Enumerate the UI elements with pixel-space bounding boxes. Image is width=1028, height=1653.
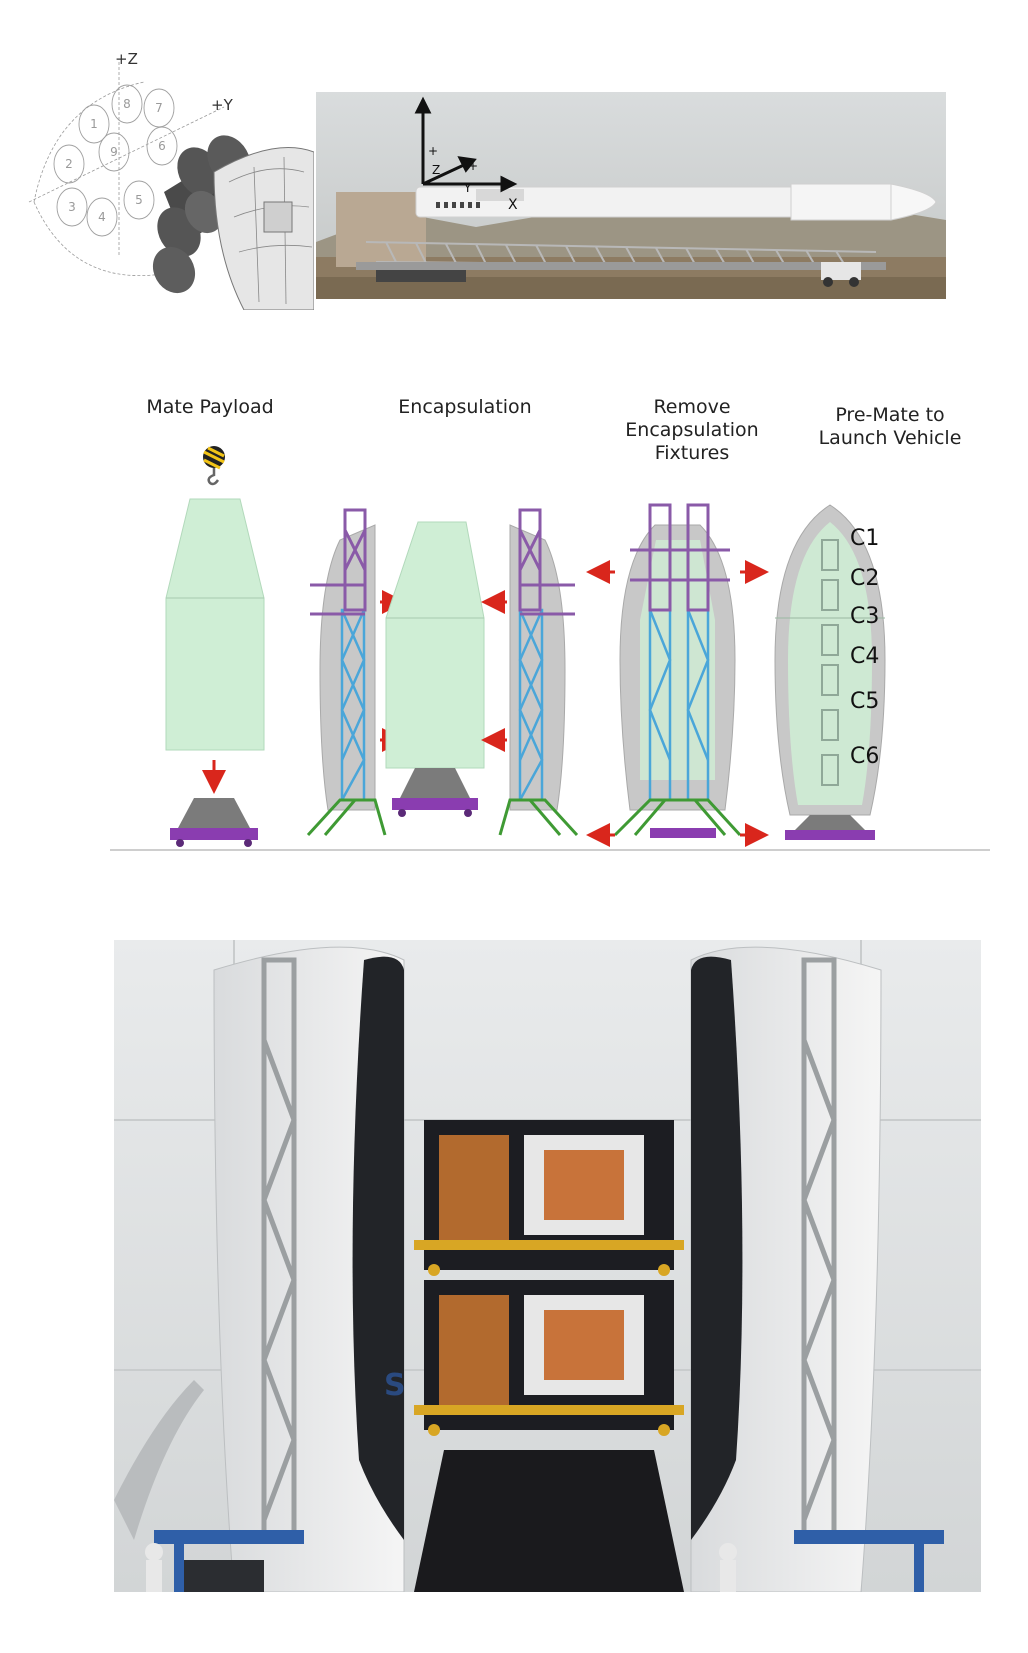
- step-label-pre-mate: Pre-Mate to Launch Vehicle: [818, 404, 962, 449]
- fairing-half-left: [319, 524, 376, 811]
- payload-adapter: [414, 1450, 684, 1592]
- axis-plus-vertical-label: +: [428, 144, 438, 158]
- compartment-label-c1: C1: [850, 526, 879, 551]
- engine-number: 9: [110, 145, 118, 159]
- adapter-base-step4: [785, 815, 875, 840]
- compartment-label-c6: C6: [850, 744, 879, 769]
- payload-stack-step2: [385, 521, 485, 817]
- step-label-remove-fixtures: Remove Encapsulation Fixtures: [625, 396, 759, 464]
- engine-number: 4: [98, 210, 106, 224]
- hook-icon: [203, 446, 225, 486]
- fairing-right-photo: [690, 946, 882, 1592]
- rocket-photo-svg: + Z Y X +: [316, 92, 946, 299]
- engine-diagram: 1 8 7 2 9 6 3 4 5 +Z +Y: [14, 42, 315, 311]
- compartment-label-c3: C3: [850, 604, 879, 629]
- satellite-stack: [414, 1120, 684, 1436]
- engine-diagram-svg: 1 8 7 2 9 6 3 4 5 +Z +Y: [28, 50, 315, 311]
- engine-number: 5: [135, 193, 143, 207]
- rocket-photo: + Z Y X +: [316, 92, 946, 299]
- rocket-axes: [414, 96, 518, 193]
- adapter-base-step1: [170, 798, 258, 847]
- step-label-mate-payload: Mate Payload: [146, 396, 274, 418]
- engine-number: 2: [65, 157, 73, 171]
- axis-plus-horizontal-label: +: [468, 159, 478, 173]
- stand-right: [498, 798, 579, 837]
- engine-number: 8: [123, 97, 131, 111]
- compartment-label-c2: C2: [850, 566, 879, 591]
- compartment-label-c4: C4: [850, 644, 879, 669]
- engine-number: 7: [155, 101, 163, 115]
- axis-x-label-photo: X: [508, 197, 518, 213]
- fairing-left-photo: [213, 946, 405, 1592]
- compartment-label-c5: C5: [850, 689, 879, 714]
- engine-number: 6: [158, 139, 166, 153]
- stand-left: [306, 798, 387, 837]
- fairing-closed-step4: [774, 504, 886, 816]
- facility-photo: S: [114, 940, 981, 1592]
- facility-photo-svg: S: [114, 940, 981, 1592]
- step-label-encapsulation: Encapsulation: [398, 396, 532, 418]
- axis-z-label: +Z: [115, 50, 138, 68]
- engine-number: 3: [68, 200, 76, 214]
- axis-y-label: +Y: [211, 96, 234, 114]
- engine-number: 1: [90, 117, 98, 131]
- fairing-closed-step3: [619, 524, 736, 811]
- axis-y-label-photo: Y: [463, 181, 472, 195]
- fairing-logo-text: S: [384, 1368, 406, 1403]
- axis-z-label-photo: Z: [432, 163, 440, 177]
- payload-stack-step1: [165, 498, 265, 751]
